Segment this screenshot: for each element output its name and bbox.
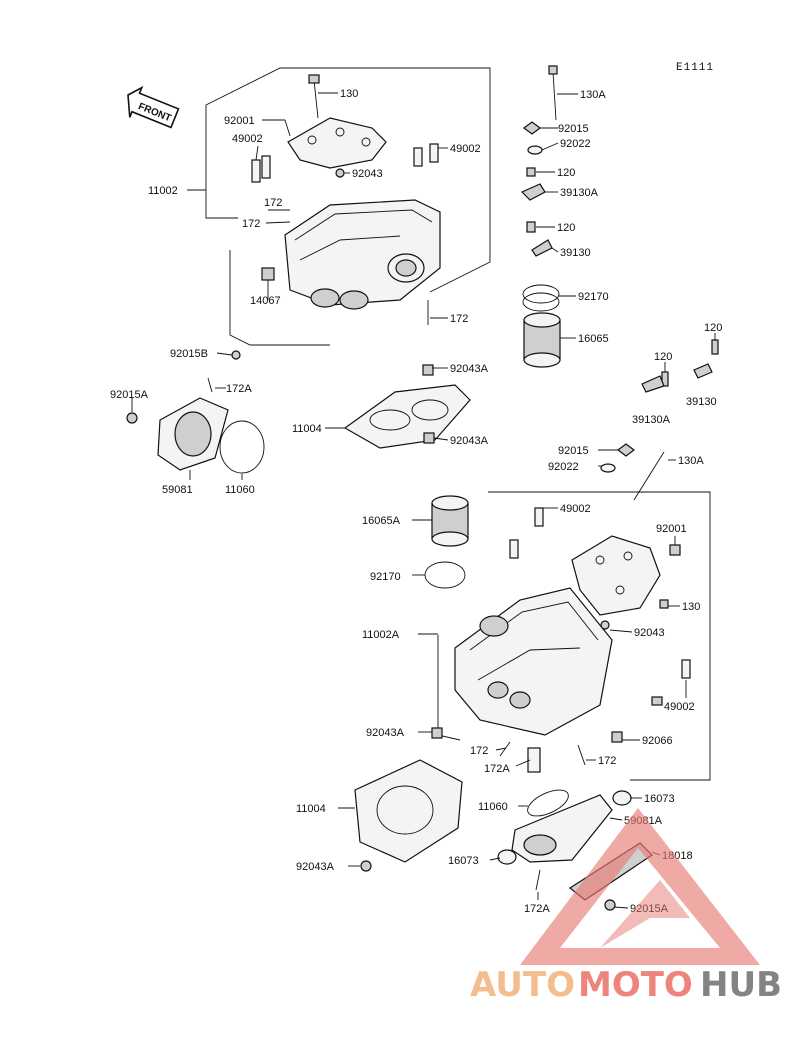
watermark-logo: AUTO MOTO HUB: [470, 808, 782, 1005]
label-92043a-1: 92043A: [450, 363, 489, 375]
label-11060-top: 11060: [225, 484, 255, 496]
label-39130-top: 39130: [560, 247, 591, 259]
label-49002-rt: 49002: [664, 701, 695, 713]
label-172a-bot: 172A: [524, 903, 550, 915]
o-ring-11060-lower: [527, 789, 569, 817]
label-11004-bot: 11004: [296, 803, 326, 815]
label-172-e: 172: [598, 755, 616, 767]
cylinder-head-11002a: [454, 587, 613, 736]
label-120-r2: 120: [654, 351, 672, 363]
label-172a-left: 172A: [226, 383, 252, 395]
clamp-92170-upper: [522, 284, 560, 304]
carburetor-holder-16065a: [431, 495, 469, 547]
label-16073-r: 16073: [644, 793, 675, 805]
gasket-11004-lower: [354, 759, 463, 863]
label-172-b: 172: [242, 218, 260, 230]
label-172-d: 172: [470, 745, 488, 757]
watermark-triangle-icon: [520, 808, 760, 965]
label-92015b: 92015B: [170, 348, 208, 360]
rocker-parts-upper: [520, 65, 719, 393]
label-92043a-4: 92043A: [296, 861, 335, 873]
camshaft-holder-lower: [571, 535, 661, 616]
label-172-c: 172: [450, 313, 468, 325]
camshaft-holder-upper: [287, 117, 387, 169]
label-39130a-top: 39130A: [560, 187, 599, 199]
clamp-92170-lower: [424, 561, 466, 589]
watermark-part-3: HUB: [700, 965, 782, 1005]
o-ring-11060-upper: [219, 420, 265, 474]
label-92043a-2: 92043A: [450, 435, 489, 447]
front-cylinder-head-group: [126, 67, 491, 474]
carburetor-holder-16065: [523, 312, 561, 368]
label-130-mid: 130: [682, 601, 700, 613]
label-92001-mid: 92001: [656, 523, 687, 535]
label-14067: 14067: [250, 295, 281, 307]
label-92015a-left: 92015A: [110, 389, 149, 401]
label-11004-top: 11004: [292, 423, 322, 435]
label-49002-tl: 49002: [232, 133, 263, 145]
label-120-1: 120: [557, 167, 575, 179]
label-130a-mid: 130A: [678, 455, 704, 467]
label-120-r1: 120: [704, 322, 722, 334]
label-92001-top: 92001: [224, 115, 255, 127]
watermark-part-2: MOTO: [578, 965, 693, 1005]
rear-cylinder-head-group: [354, 443, 711, 911]
label-59081: 59081: [162, 484, 193, 496]
label-92043a-3: 92043A: [366, 727, 405, 739]
label-92022-top: 92022: [560, 138, 591, 150]
diagram-code: E1111: [676, 62, 714, 74]
leader-lines: [131, 92, 716, 909]
label-39130-r: 39130: [686, 396, 717, 408]
label-49002-tr: 49002: [450, 143, 481, 155]
label-16065: 16065: [578, 333, 609, 345]
cylinder-head-11002: [284, 199, 441, 306]
label-49002-mid: 49002: [560, 503, 591, 515]
label-92043-top: 92043: [352, 168, 383, 180]
label-39130a-r: 39130A: [632, 414, 671, 426]
gasket-11004-upper: [343, 384, 471, 449]
label-92015-mid: 92015: [558, 445, 589, 457]
label-11002: 11002: [148, 185, 178, 197]
label-120-2: 120: [557, 222, 575, 234]
front-arrow-icon: FRONT: [127, 85, 180, 129]
label-11002a: 11002A: [362, 629, 400, 641]
watermark-part-1: AUTO: [470, 965, 575, 1005]
label-92015-top: 92015: [558, 123, 589, 135]
label-16065a: 16065A: [362, 515, 401, 527]
label-92043-mid: 92043: [634, 627, 665, 639]
label-16073-l: 16073: [448, 855, 479, 867]
label-11060-bot: 11060: [478, 801, 508, 813]
label-130-top: 130: [340, 88, 358, 100]
label-172-a: 172: [264, 197, 282, 209]
label-172a-mid: 172A: [484, 763, 510, 775]
fitting-14067: [261, 267, 275, 281]
label-92170-top: 92170: [578, 291, 609, 303]
label-92022-mid: 92022: [548, 461, 579, 473]
label-92170-mid: 92170: [370, 571, 401, 583]
label-130a-top: 130A: [580, 89, 606, 101]
intake-joint-59081a: [511, 794, 613, 863]
label-92066: 92066: [642, 735, 673, 747]
